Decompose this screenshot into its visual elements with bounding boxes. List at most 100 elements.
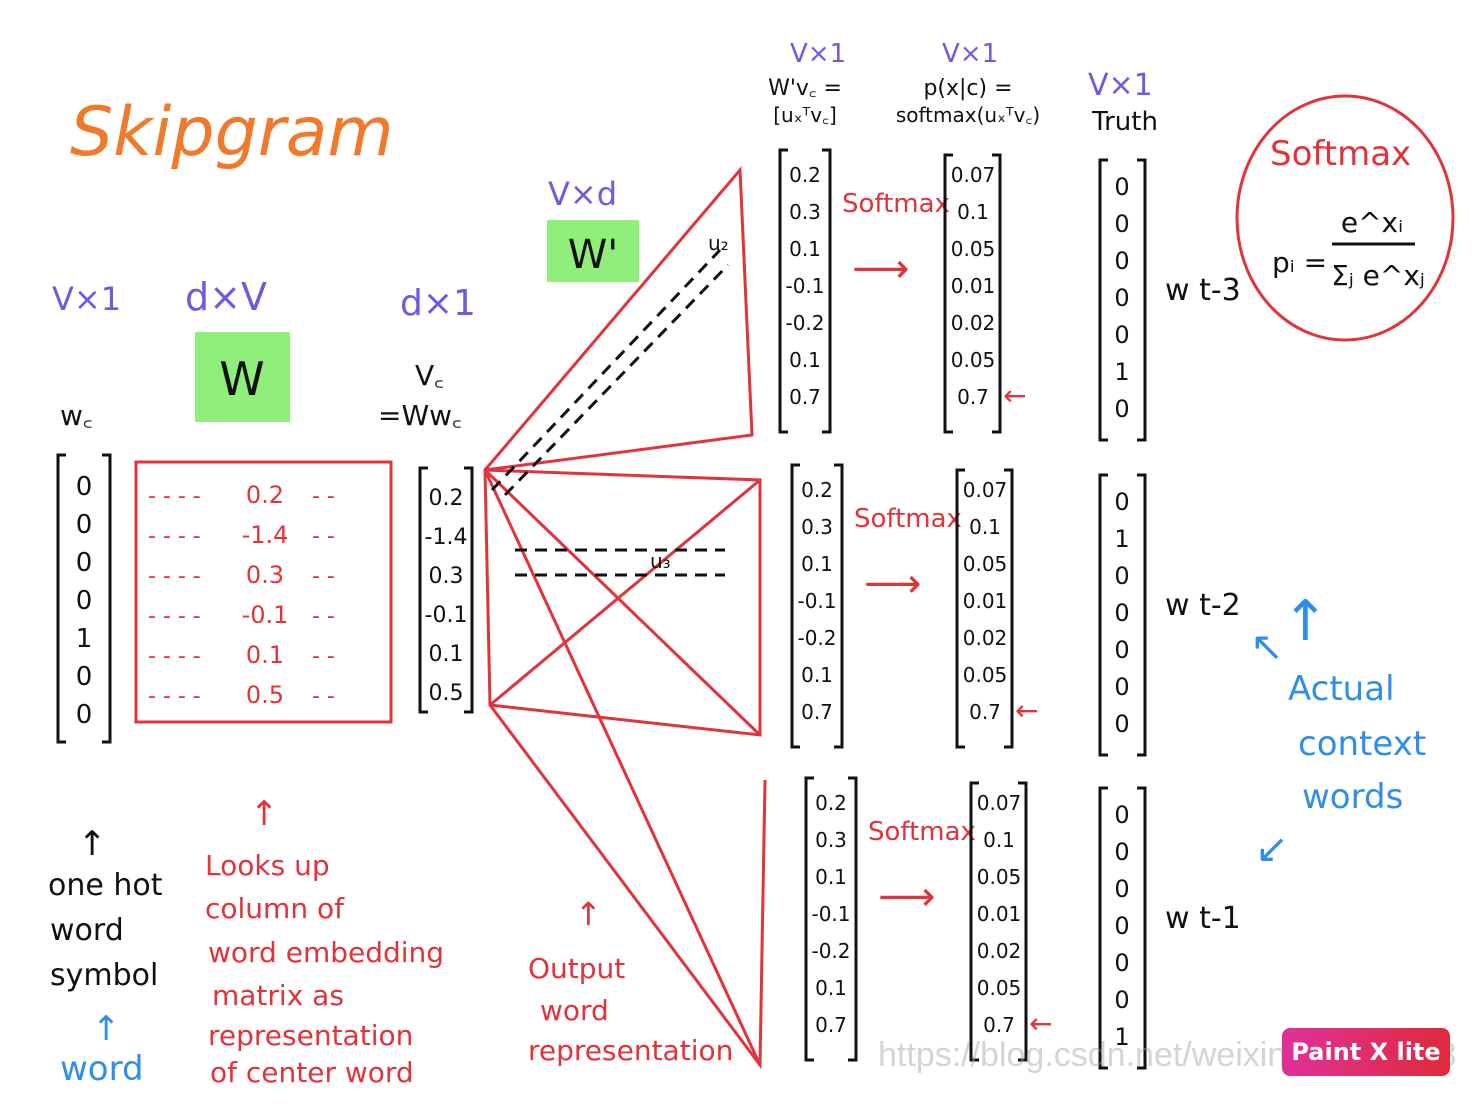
prob-entry: 0.02: [951, 311, 996, 335]
prob-entry: 0.7: [983, 1013, 1015, 1037]
one-hot-entry: 0: [76, 662, 93, 692]
wc-label: w꜀: [60, 399, 93, 432]
left-bracket: [790, 463, 800, 749]
one-hot-vector: [56, 453, 112, 744]
truth-vector: [1098, 786, 1147, 1070]
prob-entry: 0.7: [969, 700, 1001, 724]
W-row-dashes: - -: [312, 684, 335, 709]
left-arrow-icon: ←: [1015, 694, 1038, 727]
truth-entry: 0: [1114, 395, 1129, 423]
note-output-3: representation: [528, 1034, 733, 1067]
vc-entry: -0.1: [425, 603, 468, 628]
right-bracket: [102, 453, 112, 744]
scores-eq1: W'v꜀ =: [768, 76, 842, 101]
W-row-value: 0.3: [246, 561, 284, 589]
left-bracket: [804, 776, 814, 1062]
prob-entry: 0.1: [957, 200, 989, 224]
note-output-2: word: [540, 994, 609, 1027]
one-hot-entry: 0: [76, 472, 93, 502]
score-entry: 0.2: [815, 791, 847, 815]
score-entry: -0.2: [811, 939, 850, 963]
note-actual-2: context: [1298, 724, 1426, 764]
prob-entry: 0.7: [957, 385, 989, 409]
right-bracket: [992, 153, 1002, 434]
up-arrow-icon: ↑: [92, 1009, 121, 1049]
vc-eq: =Ww꜀: [378, 399, 462, 432]
truth-vector: [1098, 158, 1147, 442]
truth-entry: 0: [1114, 949, 1129, 977]
W-prime-label: W': [568, 232, 619, 278]
prob-entry: 0.05: [951, 348, 996, 372]
right-bracket: [1137, 158, 1147, 442]
truth-entry: 0: [1114, 801, 1129, 829]
left-bracket: [1098, 473, 1108, 757]
title: Skipgram: [70, 93, 394, 172]
one-hot-entry: 0: [76, 548, 93, 578]
left-bracket: [778, 148, 788, 434]
left-bracket: [1098, 158, 1108, 442]
right-arrow-icon: ⟶: [864, 561, 921, 607]
softmax-box-title: Softmax: [1270, 134, 1411, 174]
score-entry: 0.3: [801, 515, 833, 539]
prob-entry: 0.05: [977, 976, 1022, 1000]
softmax-label: Softmax: [854, 504, 962, 534]
truth-entry: 1: [1114, 1023, 1129, 1051]
score-entry: 0.3: [815, 828, 847, 852]
probs-vector: [955, 468, 1014, 749]
softmax-denominator: Σⱼ e^xⱼ: [1331, 259, 1425, 292]
dim-one-hot: V×1: [52, 280, 121, 318]
score-entry: -0.1: [797, 589, 836, 613]
one-hot-entry: 1: [76, 624, 93, 654]
one-hot-entry: 0: [76, 510, 93, 540]
W-row-dashes: - - - -: [148, 484, 201, 509]
W-row-dashes: - - - -: [148, 524, 201, 549]
truth-entry: 0: [1114, 173, 1129, 201]
softmax-box: [1235, 94, 1455, 342]
vc-entry: 0.1: [429, 642, 464, 667]
left-bracket: [955, 468, 965, 749]
score-entry: 0.2: [801, 478, 833, 502]
context-word-label: w t-3: [1165, 273, 1241, 308]
note-lookup-3: word embedding: [208, 936, 444, 969]
note-lookup-4: matrix as: [212, 979, 344, 1012]
left-bracket: [56, 453, 66, 744]
dim-probs: V×1: [942, 39, 998, 69]
up-left-arrow-icon: ↖: [1250, 624, 1284, 670]
truth-entry: 1: [1114, 525, 1129, 553]
W-row-dashes: - -: [312, 564, 335, 589]
prob-entry: 0.01: [963, 589, 1008, 613]
vc-entry: 0.3: [429, 564, 464, 589]
score-entry: -0.2: [785, 311, 824, 335]
truth-label: Truth: [1091, 107, 1158, 137]
truth-entry: 0: [1114, 710, 1129, 738]
dim-scores: V×1: [790, 39, 846, 69]
prob-entry: 0.05: [977, 865, 1022, 889]
truth-vector: [1098, 473, 1147, 757]
score-entry: 0.7: [789, 385, 821, 409]
prob-entry: 0.1: [969, 515, 1001, 539]
connection-lines: [134, 166, 767, 1070]
W-row-dashes: - -: [312, 524, 335, 549]
prob-entry: 0.05: [963, 552, 1008, 576]
probs-eq2: softmax(uₓᵀv꜀): [896, 103, 1040, 127]
vc-entry: -1.4: [425, 525, 468, 550]
u2-label: u₂: [708, 231, 729, 255]
vc-label: V꜀: [415, 359, 444, 392]
score-entry: 0.1: [815, 976, 847, 1000]
paint-x-lite-badge: Paint X lite: [1282, 1028, 1450, 1076]
W-row-value: -0.1: [242, 601, 289, 629]
W-label: W: [219, 352, 264, 406]
truth-entry: 0: [1114, 912, 1129, 940]
prob-entry: 0.01: [977, 902, 1022, 926]
prob-entry: 0.05: [951, 237, 996, 261]
truth-entry: 0: [1114, 210, 1129, 238]
down-left-arrow-icon: ↙: [1255, 826, 1289, 872]
context-word-label: w t-1: [1165, 901, 1241, 936]
prob-entry: 0.07: [963, 478, 1008, 502]
up-arrow-icon: ↑: [250, 794, 279, 834]
prob-entry: 0.02: [963, 626, 1008, 650]
right-bracket: [834, 463, 844, 749]
softmax-lhs: pᵢ =: [1272, 246, 1327, 279]
truth-entry: 0: [1114, 599, 1129, 627]
